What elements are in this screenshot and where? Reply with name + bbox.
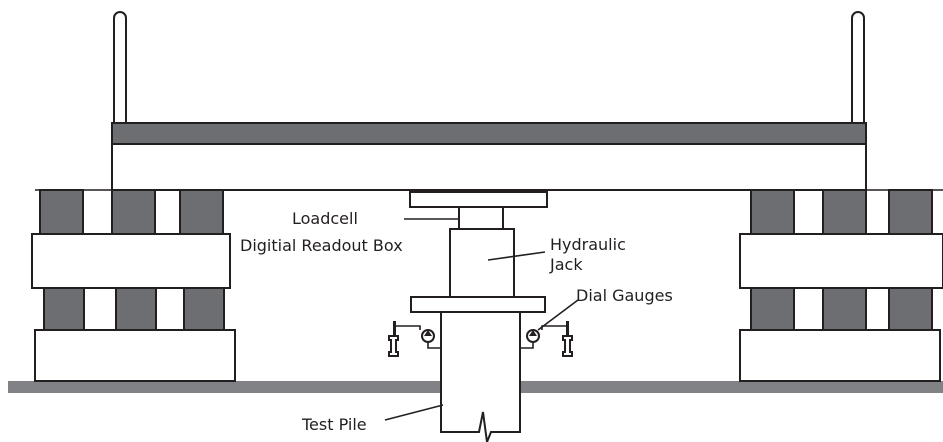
label-jack: Jack — [549, 255, 583, 274]
reference-beam-left — [388, 321, 441, 357]
reference-beam-right — [520, 321, 573, 357]
frame-post-right — [851, 11, 865, 123]
loadcell — [458, 206, 504, 230]
leader-dial-gauges — [537, 299, 579, 331]
crib-block — [888, 287, 933, 331]
label-dial-gauges: Dial Gauges — [576, 286, 673, 305]
left-cribbing-stack — [31, 189, 236, 382]
leader-test-pile — [384, 404, 444, 421]
crib-block — [111, 189, 156, 235]
leader-hydraulic-jack — [487, 251, 546, 261]
crib-block — [115, 287, 157, 331]
bearing-plate-bottom — [410, 296, 546, 313]
crib-timber — [739, 233, 943, 289]
reaction-beam — [111, 143, 867, 191]
frame-post-left — [113, 11, 127, 123]
crib-block — [43, 287, 85, 331]
right-cribbing-stack — [739, 189, 943, 382]
crib-block — [183, 287, 225, 331]
label-digital-readout-box: Digitial Readout Box — [240, 236, 403, 255]
crib-timber — [739, 329, 941, 382]
bearing-plate-top — [409, 191, 548, 208]
label-test-pile: Test Pile — [301, 415, 367, 434]
crib-block — [888, 189, 933, 235]
label-hydraulic: Hydraulic — [550, 235, 626, 254]
crib-block — [750, 189, 795, 235]
reaction-beam-top-plate — [111, 122, 867, 145]
crib-timber — [31, 233, 231, 289]
crib-block — [39, 189, 84, 235]
crib-block — [750, 287, 795, 331]
crib-block — [179, 189, 224, 235]
test-pile — [440, 311, 521, 442]
crib-block — [822, 287, 867, 331]
crib-block — [822, 189, 867, 235]
label-loadcell: Loadcell — [292, 209, 358, 228]
hydraulic-jack — [449, 228, 515, 298]
crib-timber — [34, 329, 236, 382]
